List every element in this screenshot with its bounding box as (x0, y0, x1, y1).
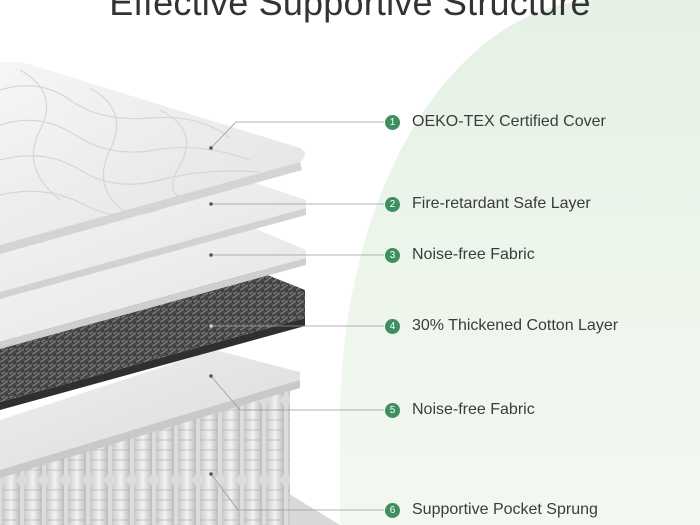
layer-number-badge: 2 (385, 196, 400, 212)
leader-lines (210, 121, 384, 511)
marker-dot-4 (209, 324, 213, 328)
marker-dot-5 (209, 374, 213, 378)
marker-dot-2 (209, 202, 213, 206)
layer-noise-free-fabric-upper (0, 222, 306, 349)
layer-number-badge: 5 (385, 402, 400, 418)
layer-number-badge: 3 (385, 247, 400, 263)
layer-noise-free-fabric-lower (0, 350, 300, 478)
layer-marker-dots (209, 146, 213, 476)
layer-label-6: 6 Supportive Pocket Sprung (385, 499, 598, 521)
layer-label-4: 4 30% Thickened Cotton Layer (385, 315, 618, 337)
layer-quilted-cover (0, 62, 305, 254)
layer-label-text: OEKO-TEX Certified Cover (412, 113, 606, 130)
layer-number-badge: 6 (385, 502, 400, 518)
marker-dot-3 (209, 253, 213, 257)
layer-fire-retardant (0, 178, 306, 299)
layer-label-text: Supportive Pocket Sprung (412, 501, 598, 518)
layer-label-2: 2 Fire-retardant Safe Layer (385, 193, 591, 215)
layer-label-text: Noise-free Fabric (412, 246, 535, 263)
layer-label-5: 5 Noise-free Fabric (385, 399, 535, 421)
layer-label-text: 30% Thickened Cotton Layer (412, 317, 619, 334)
layer-label-3: 3 Noise-free Fabric (385, 244, 535, 266)
marker-dot-6 (209, 472, 213, 476)
marker-dot-1 (209, 146, 213, 150)
page-title: Effective Supportive Structure (109, 0, 591, 23)
layer-label-text: Noise-free Fabric (412, 401, 535, 418)
layer-number-badge: 1 (385, 114, 400, 130)
layer-number-badge: 4 (385, 318, 400, 334)
layer-label-text: Fire-retardant Safe Layer (412, 195, 591, 212)
layer-label-1: 1 OEKO-TEX Certified Cover (385, 111, 606, 133)
